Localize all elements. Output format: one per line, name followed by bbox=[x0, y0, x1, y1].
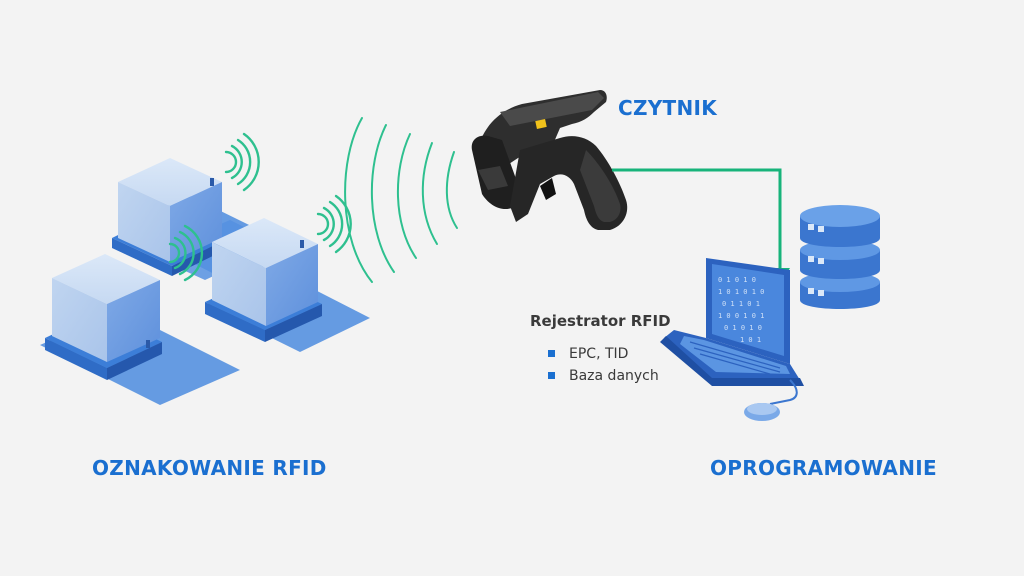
list-item: Baza danych bbox=[548, 366, 659, 388]
logger-title: Rejestrator RFID bbox=[530, 312, 671, 330]
svg-text:1 0 0 1 0 1: 1 0 0 1 0 1 bbox=[718, 312, 764, 320]
bullet-icon bbox=[548, 350, 555, 357]
rfid-signal-waves-icon bbox=[168, 132, 352, 282]
bullet-icon bbox=[548, 372, 555, 379]
reader-label: CZYTNIK bbox=[618, 96, 718, 120]
rfid-tagging-label: OZNAKOWANIE RFID bbox=[92, 456, 327, 480]
pallet-box-front bbox=[45, 254, 162, 380]
logger-item-label: Baza danych bbox=[569, 368, 659, 384]
logger-feature-list: EPC, TID Baza danych bbox=[548, 344, 659, 388]
svg-text:0 1 0 1 0: 0 1 0 1 0 bbox=[718, 276, 756, 284]
software-label: OPROGRAMOWANIE bbox=[710, 456, 937, 480]
reader-signal-waves-icon bbox=[344, 117, 458, 283]
server-database-icon bbox=[800, 205, 880, 309]
svg-text:1 0 1 0 1 0: 1 0 1 0 1 0 bbox=[718, 288, 764, 296]
pallet-box-right bbox=[205, 218, 322, 342]
svg-text:0 1 0 1 0: 0 1 0 1 0 bbox=[724, 324, 762, 332]
pallet-box-back bbox=[112, 158, 225, 276]
list-item: EPC, TID bbox=[548, 344, 659, 366]
svg-text:0 1 1 0 1: 0 1 1 0 1 bbox=[722, 300, 760, 308]
laptop-icon: 0 1 0 1 0 1 0 1 0 1 0 0 1 1 0 1 1 0 0 1 … bbox=[660, 258, 804, 405]
mouse-icon bbox=[744, 403, 780, 421]
logger-item-label: EPC, TID bbox=[569, 346, 629, 362]
svg-text:1 0 1: 1 0 1 bbox=[740, 336, 761, 344]
handheld-rfid-reader-icon bbox=[471, 90, 628, 230]
